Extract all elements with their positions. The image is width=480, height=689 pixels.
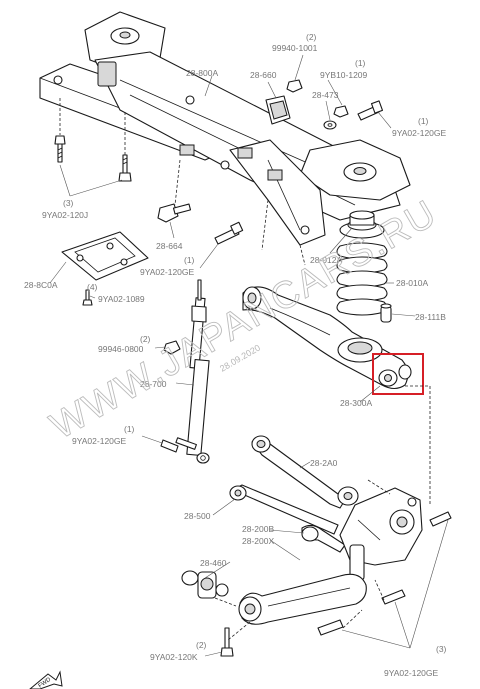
nut-9yb10 bbox=[333, 105, 349, 118]
label-9ya-120k: 9YA02-120K bbox=[150, 652, 198, 662]
qty-99946: (2) bbox=[140, 334, 151, 344]
bolt-left-1 bbox=[54, 135, 66, 163]
label-28-200x: 28-200X bbox=[242, 536, 274, 546]
qty-9ya-1089: (4) bbox=[87, 282, 98, 292]
label-28-012a: 28-012A bbox=[310, 255, 342, 265]
label-28-800a: 28-800A bbox=[186, 68, 218, 78]
knuckle bbox=[339, 487, 423, 581]
label-28-700: 28-700 bbox=[140, 379, 167, 389]
leader-lines bbox=[49, 54, 449, 657]
label-9ya-left: 9YA02-120GE bbox=[72, 436, 127, 446]
bolt-top-right bbox=[357, 100, 384, 121]
qty-9yb10: (1) bbox=[355, 58, 366, 68]
knuckle-bolt-lower bbox=[381, 589, 406, 605]
spring-insulator-28-111b bbox=[380, 303, 392, 323]
label-28-473: 28-473 bbox=[312, 90, 339, 100]
shock-absorber bbox=[186, 279, 210, 464]
bolt-bottom-right bbox=[317, 619, 344, 636]
label-28-200b: 28-200B bbox=[242, 524, 274, 534]
label-28-300a: 28-300A bbox=[340, 398, 372, 408]
link-28-200b bbox=[301, 524, 346, 553]
knuckle-bolt-right bbox=[429, 511, 452, 527]
qty-9ya-bottom-right: (3) bbox=[436, 644, 447, 654]
qty-9ya-top-right: (1) bbox=[418, 116, 429, 126]
washer-28-473 bbox=[323, 120, 337, 130]
label-9ya-mid: 9YA02-120GE bbox=[140, 267, 195, 277]
bracket-28-8c0a bbox=[61, 231, 149, 281]
label-28-500: 28-500 bbox=[184, 511, 211, 521]
lateral-link-28-2a0 bbox=[251, 435, 359, 509]
fwd-arrow: FWD bbox=[29, 670, 63, 689]
label-28-460: 28-460 bbox=[200, 558, 227, 568]
label-28-010a: 28-010A bbox=[396, 278, 428, 288]
qty-9ya-120j: (3) bbox=[63, 198, 74, 208]
label-28-2a0: 28-2A0 bbox=[310, 458, 338, 468]
qty-9ya-120k: (2) bbox=[196, 640, 207, 650]
nut-99946 bbox=[163, 340, 181, 355]
shock-lower-bolt bbox=[160, 437, 197, 453]
bushing-28-460 bbox=[181, 570, 229, 599]
label-28-8c0a: 28-8C0A bbox=[24, 280, 58, 290]
lower-arm-28-300a bbox=[242, 286, 412, 390]
label-28-111b: 28-111B bbox=[415, 312, 446, 322]
bolt-mid bbox=[214, 221, 244, 245]
trailing-arm-28-200x bbox=[238, 573, 367, 625]
bolt-120k bbox=[220, 627, 234, 657]
bolt-1089 bbox=[82, 289, 93, 306]
qty-9ya-left: (1) bbox=[124, 424, 135, 434]
coil-spring-28-010a bbox=[336, 242, 388, 316]
bolt-left-2 bbox=[118, 154, 132, 182]
link-28-500 bbox=[229, 484, 339, 535]
label-9ya-1089: 9YA02-1089 bbox=[98, 294, 145, 304]
label-9ya-top-right: 9YA02-120GE bbox=[392, 128, 447, 138]
label-9994: 99940-1001 bbox=[272, 43, 318, 53]
label-9yb10: 9YB10-1209 bbox=[320, 70, 368, 80]
label-99946: 99946-0800 bbox=[98, 344, 144, 354]
qty-9994: (2) bbox=[306, 32, 317, 42]
nut-9940 bbox=[286, 79, 303, 93]
nut-28-664 bbox=[157, 203, 192, 223]
label-9ya-120j: 9YA02-120J bbox=[42, 210, 88, 220]
label-28-660: 28-660 bbox=[250, 70, 277, 80]
highlight-box bbox=[372, 353, 424, 395]
spring-seat-28-012a bbox=[339, 210, 385, 239]
labels: 28-800A (2) 99940-1001 28-660 (1) 9YB10-… bbox=[24, 32, 447, 678]
qty-9ya-mid: (1) bbox=[184, 255, 195, 265]
label-28-664: 28-664 bbox=[156, 241, 183, 251]
rear-crossmember bbox=[39, 11, 411, 246]
label-9ya-bottom-right: 9YA02-120GE bbox=[384, 668, 439, 678]
bump-stop-mount bbox=[265, 95, 291, 125]
